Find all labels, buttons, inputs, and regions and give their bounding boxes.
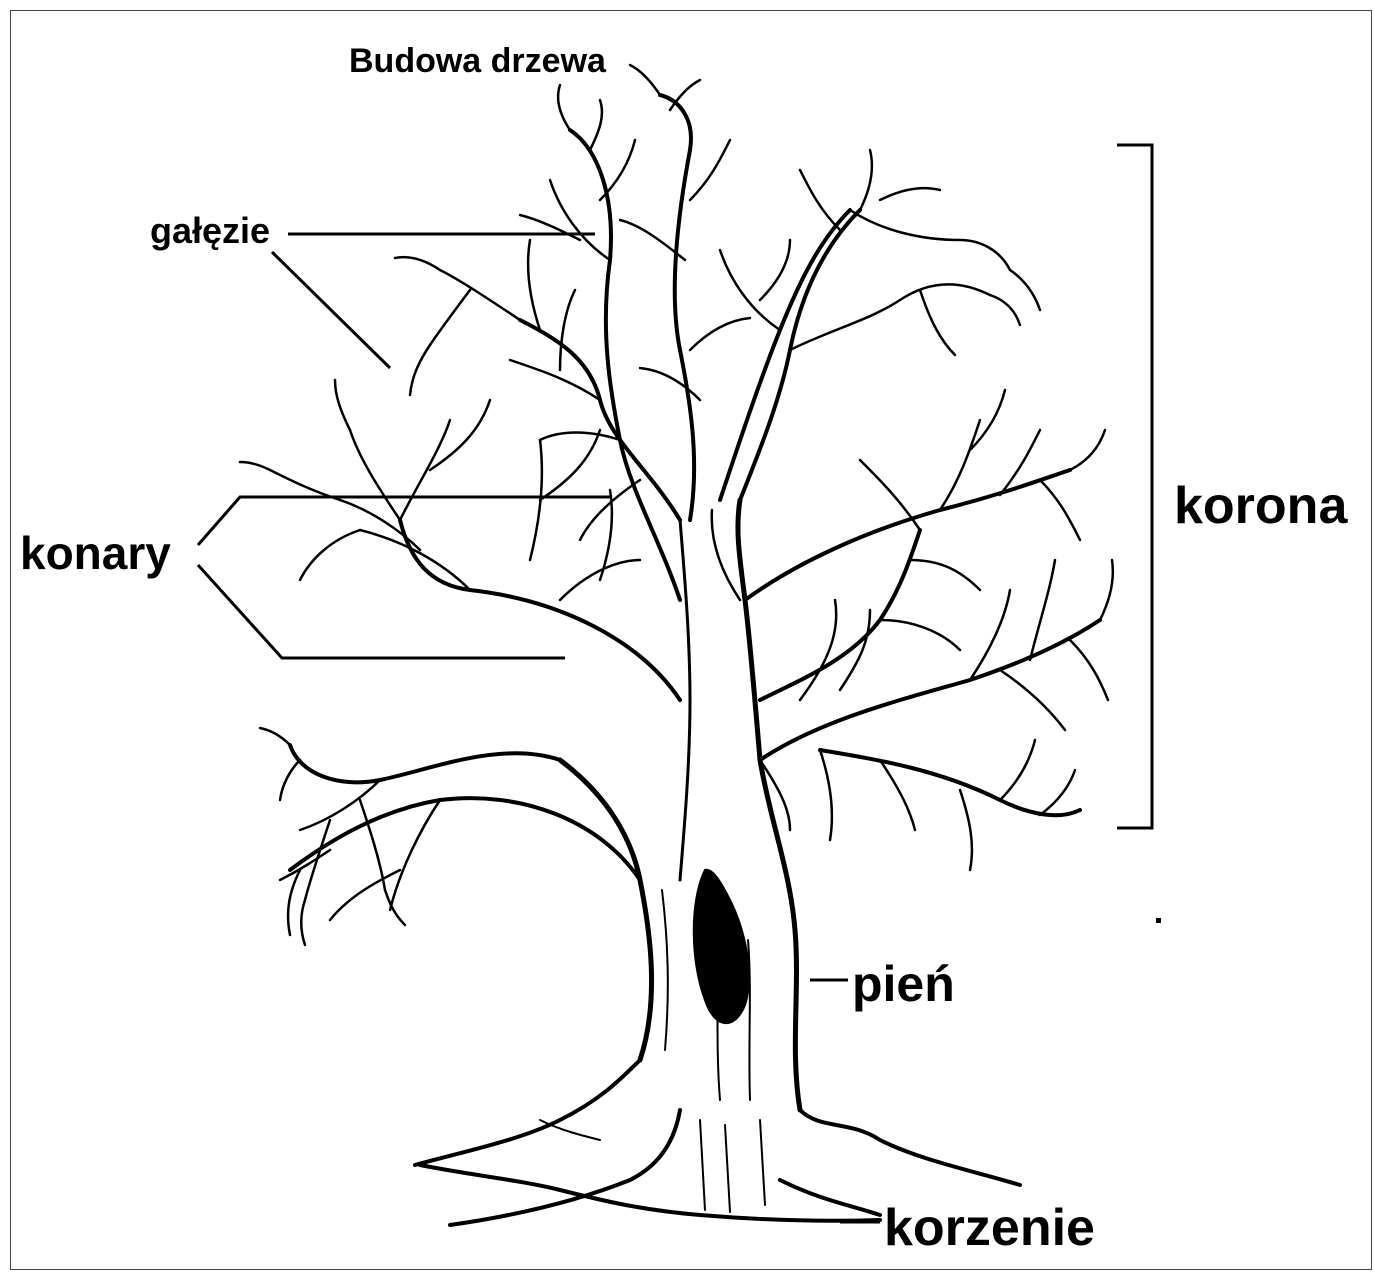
label-galezie: gałęzie [150,210,270,252]
trunk [560,500,800,1110]
label-korzenie: korzenie [884,1198,1095,1258]
limbs [290,95,1100,880]
dot-mark [1156,918,1161,923]
label-korona: korona [1174,476,1347,536]
branches [240,65,1113,945]
korona-bracket [1117,145,1152,828]
label-konary: konary [20,526,171,580]
konary-leader-lower [198,565,565,658]
page-title: Budowa drzewa [349,42,606,81]
label-pien: pień [852,955,955,1013]
galezie-leader-diagonal [272,252,390,368]
